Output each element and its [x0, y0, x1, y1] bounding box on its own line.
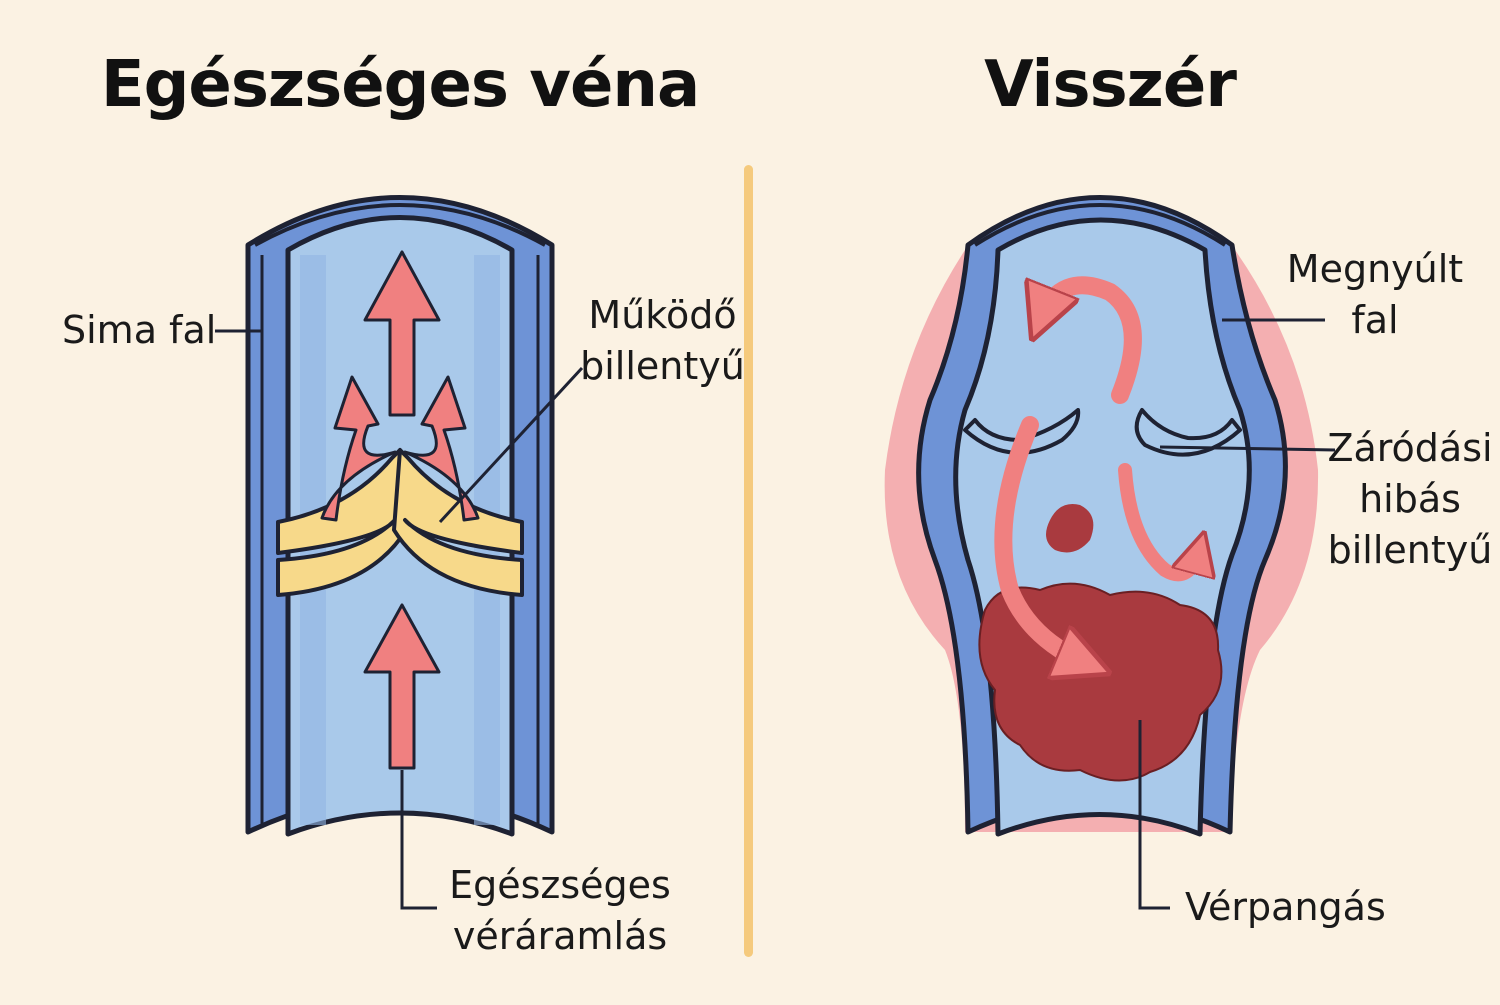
label-blood-pooling: Vérpangás	[1185, 882, 1386, 933]
label-working-valve-line1: Működő	[580, 290, 745, 341]
label-healthy-flow: Egészséges véráramlás	[445, 860, 675, 962]
label-faulty-valve-line2: hibás	[1325, 474, 1495, 525]
healthy-vein	[215, 198, 582, 909]
varicose-vein	[885, 198, 1335, 909]
label-stretched-wall-line1: Megnyúlt	[1280, 244, 1470, 295]
label-stretched-wall: Megnyúlt fal	[1280, 244, 1470, 346]
label-healthy-flow-line1: Egészséges	[445, 860, 675, 911]
label-healthy-flow-line2: véráramlás	[445, 911, 675, 962]
label-smooth-wall: Sima fal	[62, 305, 216, 356]
label-working-valve: Működő billentyű	[580, 290, 745, 392]
label-faulty-valve-line1: Záródási	[1325, 423, 1495, 474]
label-faulty-valve-line3: billentyű	[1325, 525, 1495, 576]
label-faulty-valve: Záródási hibás billentyű	[1325, 423, 1495, 576]
label-working-valve-line2: billentyű	[580, 341, 745, 392]
label-smooth-wall-text: Sima fal	[62, 305, 216, 356]
label-stretched-wall-line2: fal	[1280, 295, 1470, 346]
label-blood-pooling-text: Vérpangás	[1185, 882, 1386, 933]
